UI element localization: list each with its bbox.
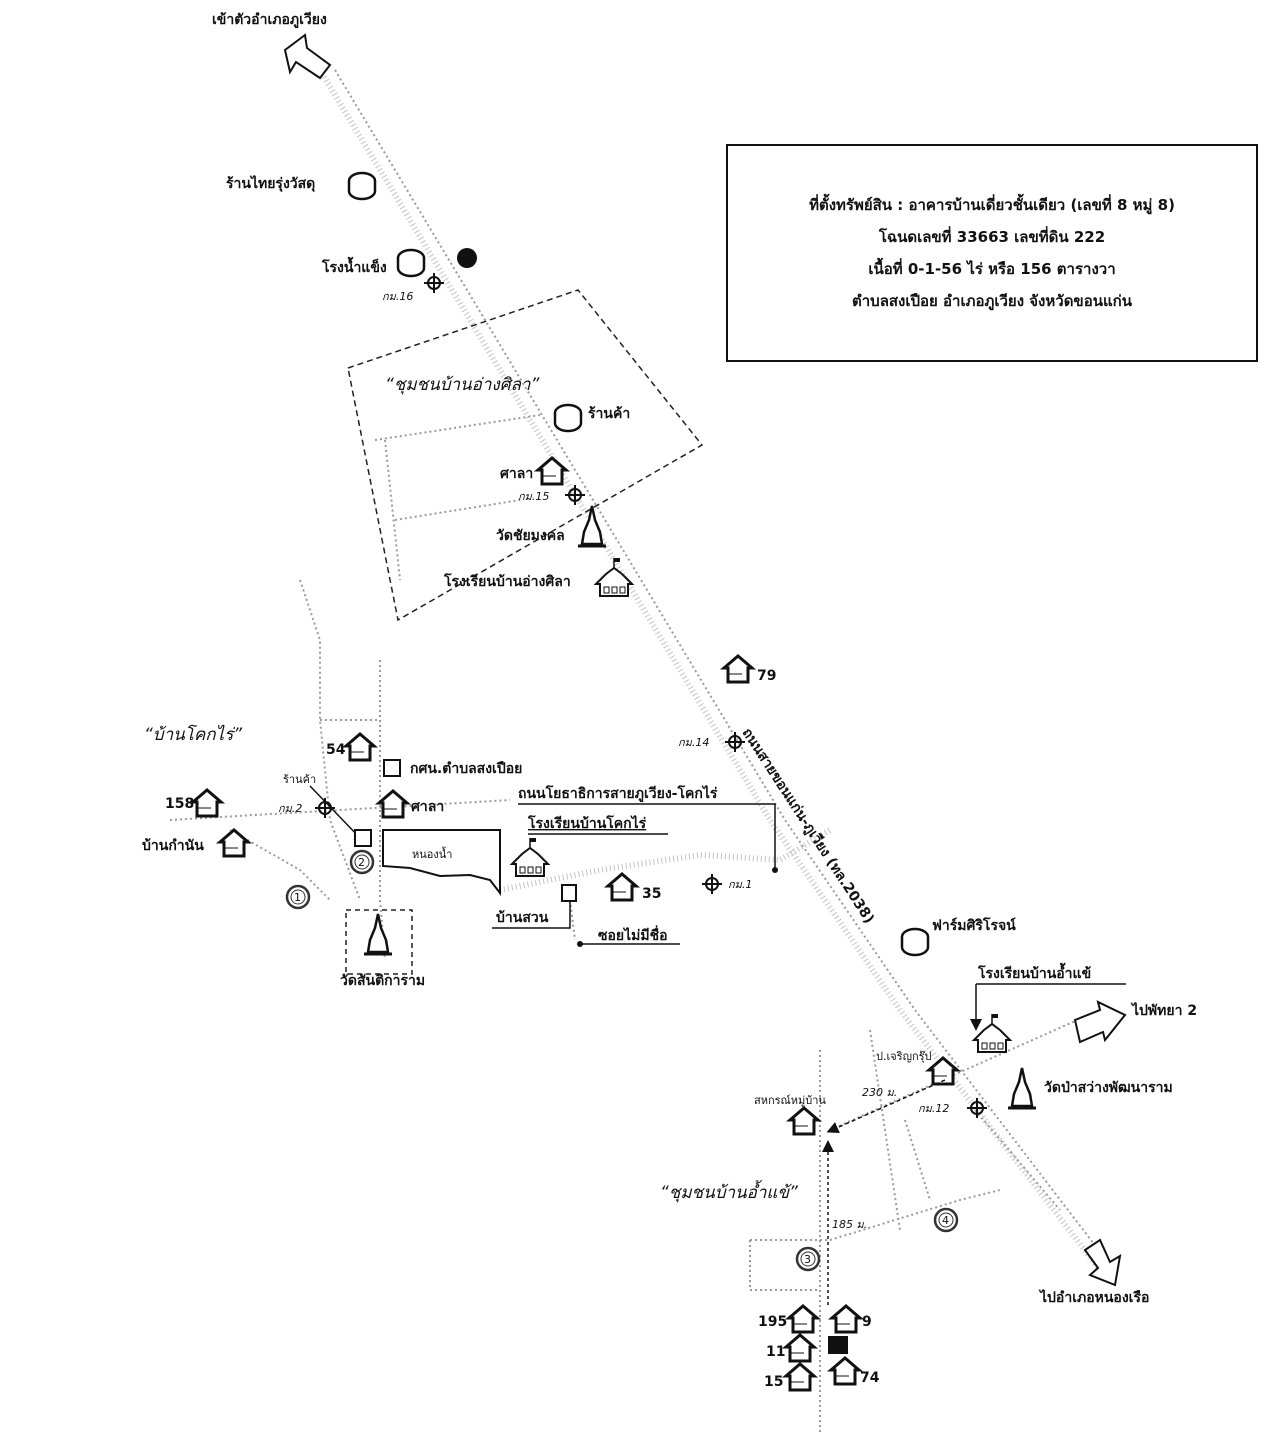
- place-label: บ้านกำนัน: [142, 838, 204, 854]
- school-icon: [973, 1013, 1011, 1053]
- main-road-label: ถนนสายขอนแก่น-ภูเวียง (ทล.2038): [739, 725, 877, 926]
- house-number: 35: [642, 886, 661, 902]
- house-number: 79: [757, 668, 776, 684]
- pond-label: หนองน้ำ: [412, 846, 452, 861]
- route-number: 4: [942, 1214, 949, 1227]
- place-label: สหกรณ์หมู่บ้าน: [754, 1094, 826, 1107]
- local-road-label: ถนนโยธาธิการสายภูเวียง-โคกไร่: [518, 784, 718, 802]
- house-number: 158: [165, 796, 194, 812]
- route-number: 1: [294, 891, 301, 904]
- km-label: กม.15: [518, 490, 549, 503]
- house-icon: [784, 1333, 816, 1363]
- place-label: ศาลา: [411, 799, 444, 815]
- place-label: วัดป่าสว่างพัฒนาราม: [1044, 1080, 1173, 1096]
- house-icon: [787, 1304, 819, 1334]
- house-icon: [606, 872, 638, 902]
- place-label: โรงน้ำแข็ง: [321, 256, 387, 276]
- community-label: “ชุมชนบ้านอ้ำแข้”: [660, 1179, 798, 1203]
- place-label: กศน.ตำบลสงเปือย: [410, 761, 522, 777]
- house-number: 74: [860, 1370, 880, 1386]
- house-icon: [218, 828, 250, 858]
- temple-icon: [362, 912, 394, 956]
- direction-southeast-label: ไปอำเภอหนองเรือ: [1038, 1288, 1149, 1306]
- arrow-southeast-icon: [1083, 1238, 1122, 1287]
- arrow-north-icon: [283, 33, 332, 80]
- community-label: “บ้านโคกไร่”: [144, 724, 242, 745]
- house-icon: [830, 1304, 862, 1334]
- house-icon: [784, 1362, 816, 1392]
- location-info: ตำบลสงเปือย อำเภอภูเวียง จังหวัดขอนแก่น: [852, 292, 1132, 310]
- house-number: 54: [326, 742, 346, 758]
- school-icon: [511, 837, 549, 877]
- km-label: กม.2: [278, 802, 302, 815]
- house-icon: [788, 1106, 820, 1136]
- road-to-pattaya: [829, 1009, 1101, 1131]
- wat-santi-boundary: [345, 909, 413, 975]
- garden-house-icon: [561, 884, 577, 902]
- km-marker-icon: [701, 873, 723, 895]
- store-icon: [396, 248, 426, 278]
- distance-label: 185 ม.: [832, 1218, 867, 1231]
- house-icon: [536, 456, 568, 486]
- place-label: ร้านค้า: [588, 406, 630, 422]
- house-number: 195: [758, 1314, 787, 1330]
- arrow-east-icon: [1073, 1000, 1127, 1044]
- store-icon: [900, 927, 930, 957]
- house-icon: [344, 732, 376, 762]
- direction-east-label: ไปพัทยา 2: [1130, 1001, 1197, 1019]
- office-icon: [383, 759, 401, 777]
- route-number: 3: [804, 1253, 811, 1266]
- km-label: กม.12: [918, 1102, 949, 1115]
- house-icon: [829, 1356, 861, 1386]
- km-marker-icon: [564, 484, 586, 506]
- route-number: 2: [358, 856, 365, 869]
- store-icon: [553, 403, 583, 433]
- subject-property-marker: [828, 1336, 848, 1354]
- property-title: ที่ตั้งทรัพย์สิน : อาคารบ้านเดี่ยวชั้นเด…: [809, 196, 1175, 214]
- soi-label: ซอยไม่มีชื่อ: [598, 925, 668, 944]
- place-label: ฟาร์มศิริโรจน์: [932, 916, 1016, 934]
- distance-label: 230 ม.: [862, 1086, 897, 1099]
- ang-sila-boundary: [347, 289, 704, 622]
- property-info-box: ที่ตั้งทรัพย์สิน : อาคารบ้านเดี่ยวชั้นเด…: [726, 144, 1258, 362]
- km-marker-icon: [423, 272, 445, 294]
- place-label: โรงเรียนบ้านอ้ำแข้: [977, 962, 1091, 982]
- temple-icon: [576, 504, 608, 548]
- landmark-icon: [457, 248, 477, 268]
- temple-icon: [1006, 1066, 1038, 1110]
- house-number: 9: [862, 1314, 872, 1330]
- place-label: บ้านสวน: [496, 910, 549, 926]
- area-info: เนื้อที่ 0-1-56 ไร่ หรือ 156 ตารางวา: [868, 260, 1116, 278]
- store-icon: [347, 171, 377, 201]
- place-label: ร้านไทยรุ่งวัสดุ: [226, 174, 315, 192]
- place-label: วัดสันติการาม: [340, 973, 425, 989]
- km-marker-icon: [966, 1097, 988, 1119]
- km-label: กม.16: [382, 290, 413, 303]
- place-label: ป.เจริญกรุ๊ป: [876, 1050, 932, 1063]
- place-label: ร้านค้า: [283, 773, 316, 786]
- house-icon: [722, 654, 754, 684]
- place-label: วัดชัยมงคล: [496, 528, 565, 544]
- community-label: “ชุมชนบ้านอ่างศิลา”: [385, 375, 539, 395]
- place-label: โรงเรียนบ้านโคกไร่: [527, 814, 647, 832]
- pond: [382, 829, 501, 896]
- house-number: 11: [766, 1344, 785, 1360]
- direction-north-label: เข้าตัวอำเภอภูเวียง: [212, 12, 327, 28]
- km-marker-icon: [314, 797, 336, 819]
- place-label: ศาลา: [500, 466, 533, 482]
- place-label: โรงเรียนบ้านอ่างศิลา: [443, 572, 571, 590]
- house-number: 15: [764, 1374, 783, 1390]
- km-label: กม.14: [678, 736, 709, 749]
- km-label: กม.1: [728, 878, 752, 891]
- shop-icon: [354, 829, 372, 847]
- house-icon: [191, 788, 223, 818]
- deed-info: โฉนดเลขที่ 33663 เลขที่ดิน 222: [878, 228, 1106, 246]
- house-icon: [377, 789, 409, 819]
